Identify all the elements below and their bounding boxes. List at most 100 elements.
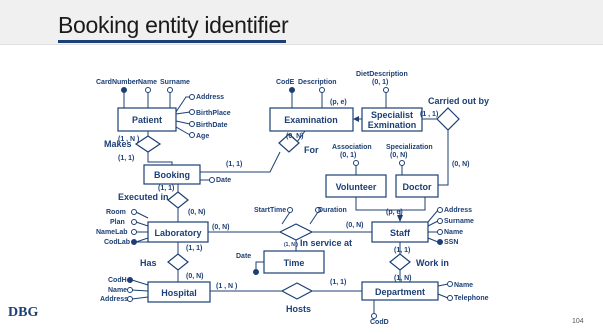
attr-time-date: Date: [236, 253, 251, 260]
entity-specialist-examination: Specialist Exmination: [361, 107, 423, 132]
attr-association: Association: [332, 144, 372, 151]
attr-ssn: SSN: [444, 239, 458, 246]
entity-booking-label: Booking: [154, 170, 190, 180]
card-staff-work: (1, 1): [394, 247, 410, 254]
entity-specialist-label-2: Exmination: [368, 120, 417, 130]
card-spec-carried: (1 , 1): [420, 111, 438, 118]
attr-dietdescription: DietDescription: [356, 71, 408, 78]
attr-name: Name: [138, 79, 157, 86]
attr-codlab: CodLab: [104, 239, 130, 246]
attr-codh: CodH: [108, 277, 127, 284]
slide-title: Booking entity identifier: [58, 12, 289, 38]
entity-examination-label: Examination: [284, 115, 338, 125]
attr-specialization: Specialization: [386, 144, 433, 151]
attr-description: Description: [298, 79, 337, 86]
card-booking-for: (1, 1): [226, 161, 242, 168]
entity-doctor: Doctor: [395, 174, 439, 198]
card-hospital-hosts: (1 , N ): [216, 283, 237, 290]
card-staff-service: (0, N): [346, 222, 364, 229]
attr-code: CodE: [276, 79, 295, 86]
entity-hospital-label: Hospital: [161, 288, 197, 298]
label-carried-out-by: Carried out by: [428, 96, 489, 106]
relationship-carried-out-by: [436, 107, 460, 131]
attr-plan: Plan: [110, 219, 125, 226]
attr-hospital-name: Name: [108, 287, 127, 294]
relationship-in-service-at: [278, 223, 314, 241]
attr-staff-name: Name: [444, 229, 463, 236]
attribute-markers: [121, 87, 453, 319]
card-dept-hosts: (1, 1): [330, 279, 346, 286]
relationship-executed-in: [167, 191, 189, 209]
entity-specialist-label-1: Specialist: [371, 110, 413, 120]
attr-starttime: StartTime: [254, 207, 286, 214]
entity-patient-label: Patient: [132, 115, 162, 125]
connection-lines: [147, 116, 449, 292]
card-booking-exec: (1, 1): [158, 185, 174, 192]
attr-duration: Duration: [318, 207, 347, 214]
page-number: 104: [572, 318, 584, 325]
entity-volunteer-label: Volunteer: [336, 182, 377, 192]
label-work-in: Work in: [416, 258, 449, 268]
attr-booking-date: Date: [216, 177, 231, 184]
relationship-has: [167, 253, 189, 271]
attr-age: Age: [196, 133, 209, 140]
card-lab-has: (1, 1): [186, 245, 202, 252]
relationship-makes: [134, 135, 162, 153]
card-association: (0, 1): [340, 152, 356, 159]
attr-birthplace: BirthPlace: [196, 110, 231, 117]
attr-room: Room: [106, 209, 126, 216]
card-time-service: (1, N ): [284, 242, 298, 248]
entity-time-label: Time: [284, 258, 305, 268]
card-booking-makes: (1, 1): [118, 155, 134, 162]
label-in-service-at: In service at: [300, 238, 352, 248]
card-exam-for: (0, N): [286, 133, 304, 140]
card-spec-pe: (p, e): [330, 99, 347, 106]
entity-hospital: Hospital: [147, 281, 211, 303]
attr-telephone: Telephone: [454, 295, 489, 302]
attr-birthdate: BirthDate: [196, 122, 228, 129]
card-specialization: (0, N): [390, 152, 408, 159]
entity-volunteer: Volunteer: [325, 174, 387, 198]
title-bar: Booking entity identifier: [0, 0, 603, 45]
card-doctor-carried: (0, N): [452, 161, 470, 168]
entity-patient: Patient: [117, 107, 177, 132]
entity-laboratory: Laboratory: [147, 221, 209, 243]
relationship-for: [278, 133, 300, 153]
attr-cardnumber: CardNumber: [96, 79, 139, 86]
attr-surname: Surname: [160, 79, 190, 86]
entity-staff-label: Staff: [390, 228, 411, 238]
card-lab-exec: (0, N): [188, 209, 206, 216]
card-dept-work: (1, N): [394, 275, 412, 282]
entity-staff: Staff: [371, 221, 429, 243]
attr-dept-name: Name: [454, 282, 473, 289]
entity-doctor-label: Doctor: [403, 182, 432, 192]
attr-hospital-address: Address: [100, 296, 128, 303]
card-patient-makes: (1 , N ): [118, 136, 139, 143]
label-for: For: [304, 145, 319, 155]
attr-staff-surname: Surname: [444, 218, 474, 225]
entity-booking: Booking: [143, 164, 201, 185]
dbg-logo: DBG: [8, 305, 39, 320]
card-lab-service: (0, N): [212, 224, 230, 231]
label-has: Has: [140, 258, 157, 268]
entity-department: Department: [361, 281, 439, 301]
entity-time: Time: [263, 250, 325, 274]
card-hospital-has: (0, N): [186, 273, 204, 280]
title-underline: [58, 40, 286, 43]
entity-department-label: Department: [375, 287, 425, 297]
attr-codd: CodD: [370, 319, 389, 326]
attr-staff-address: Address: [444, 207, 472, 214]
label-makes: Makes: [104, 139, 132, 149]
relationship-hosts: [280, 282, 314, 300]
card-staff-pe: (p, e): [386, 209, 403, 216]
entity-laboratory-label: Laboratory: [154, 228, 201, 238]
attr-address: Address: [196, 94, 224, 101]
relationship-work-in: [389, 253, 411, 271]
card-diet: (0, 1): [372, 79, 388, 86]
label-executed-in: Executed in: [118, 192, 169, 202]
label-hosts: Hosts: [286, 304, 311, 314]
attr-namelab: NameLab: [96, 229, 128, 236]
entity-examination: Examination: [269, 107, 354, 132]
